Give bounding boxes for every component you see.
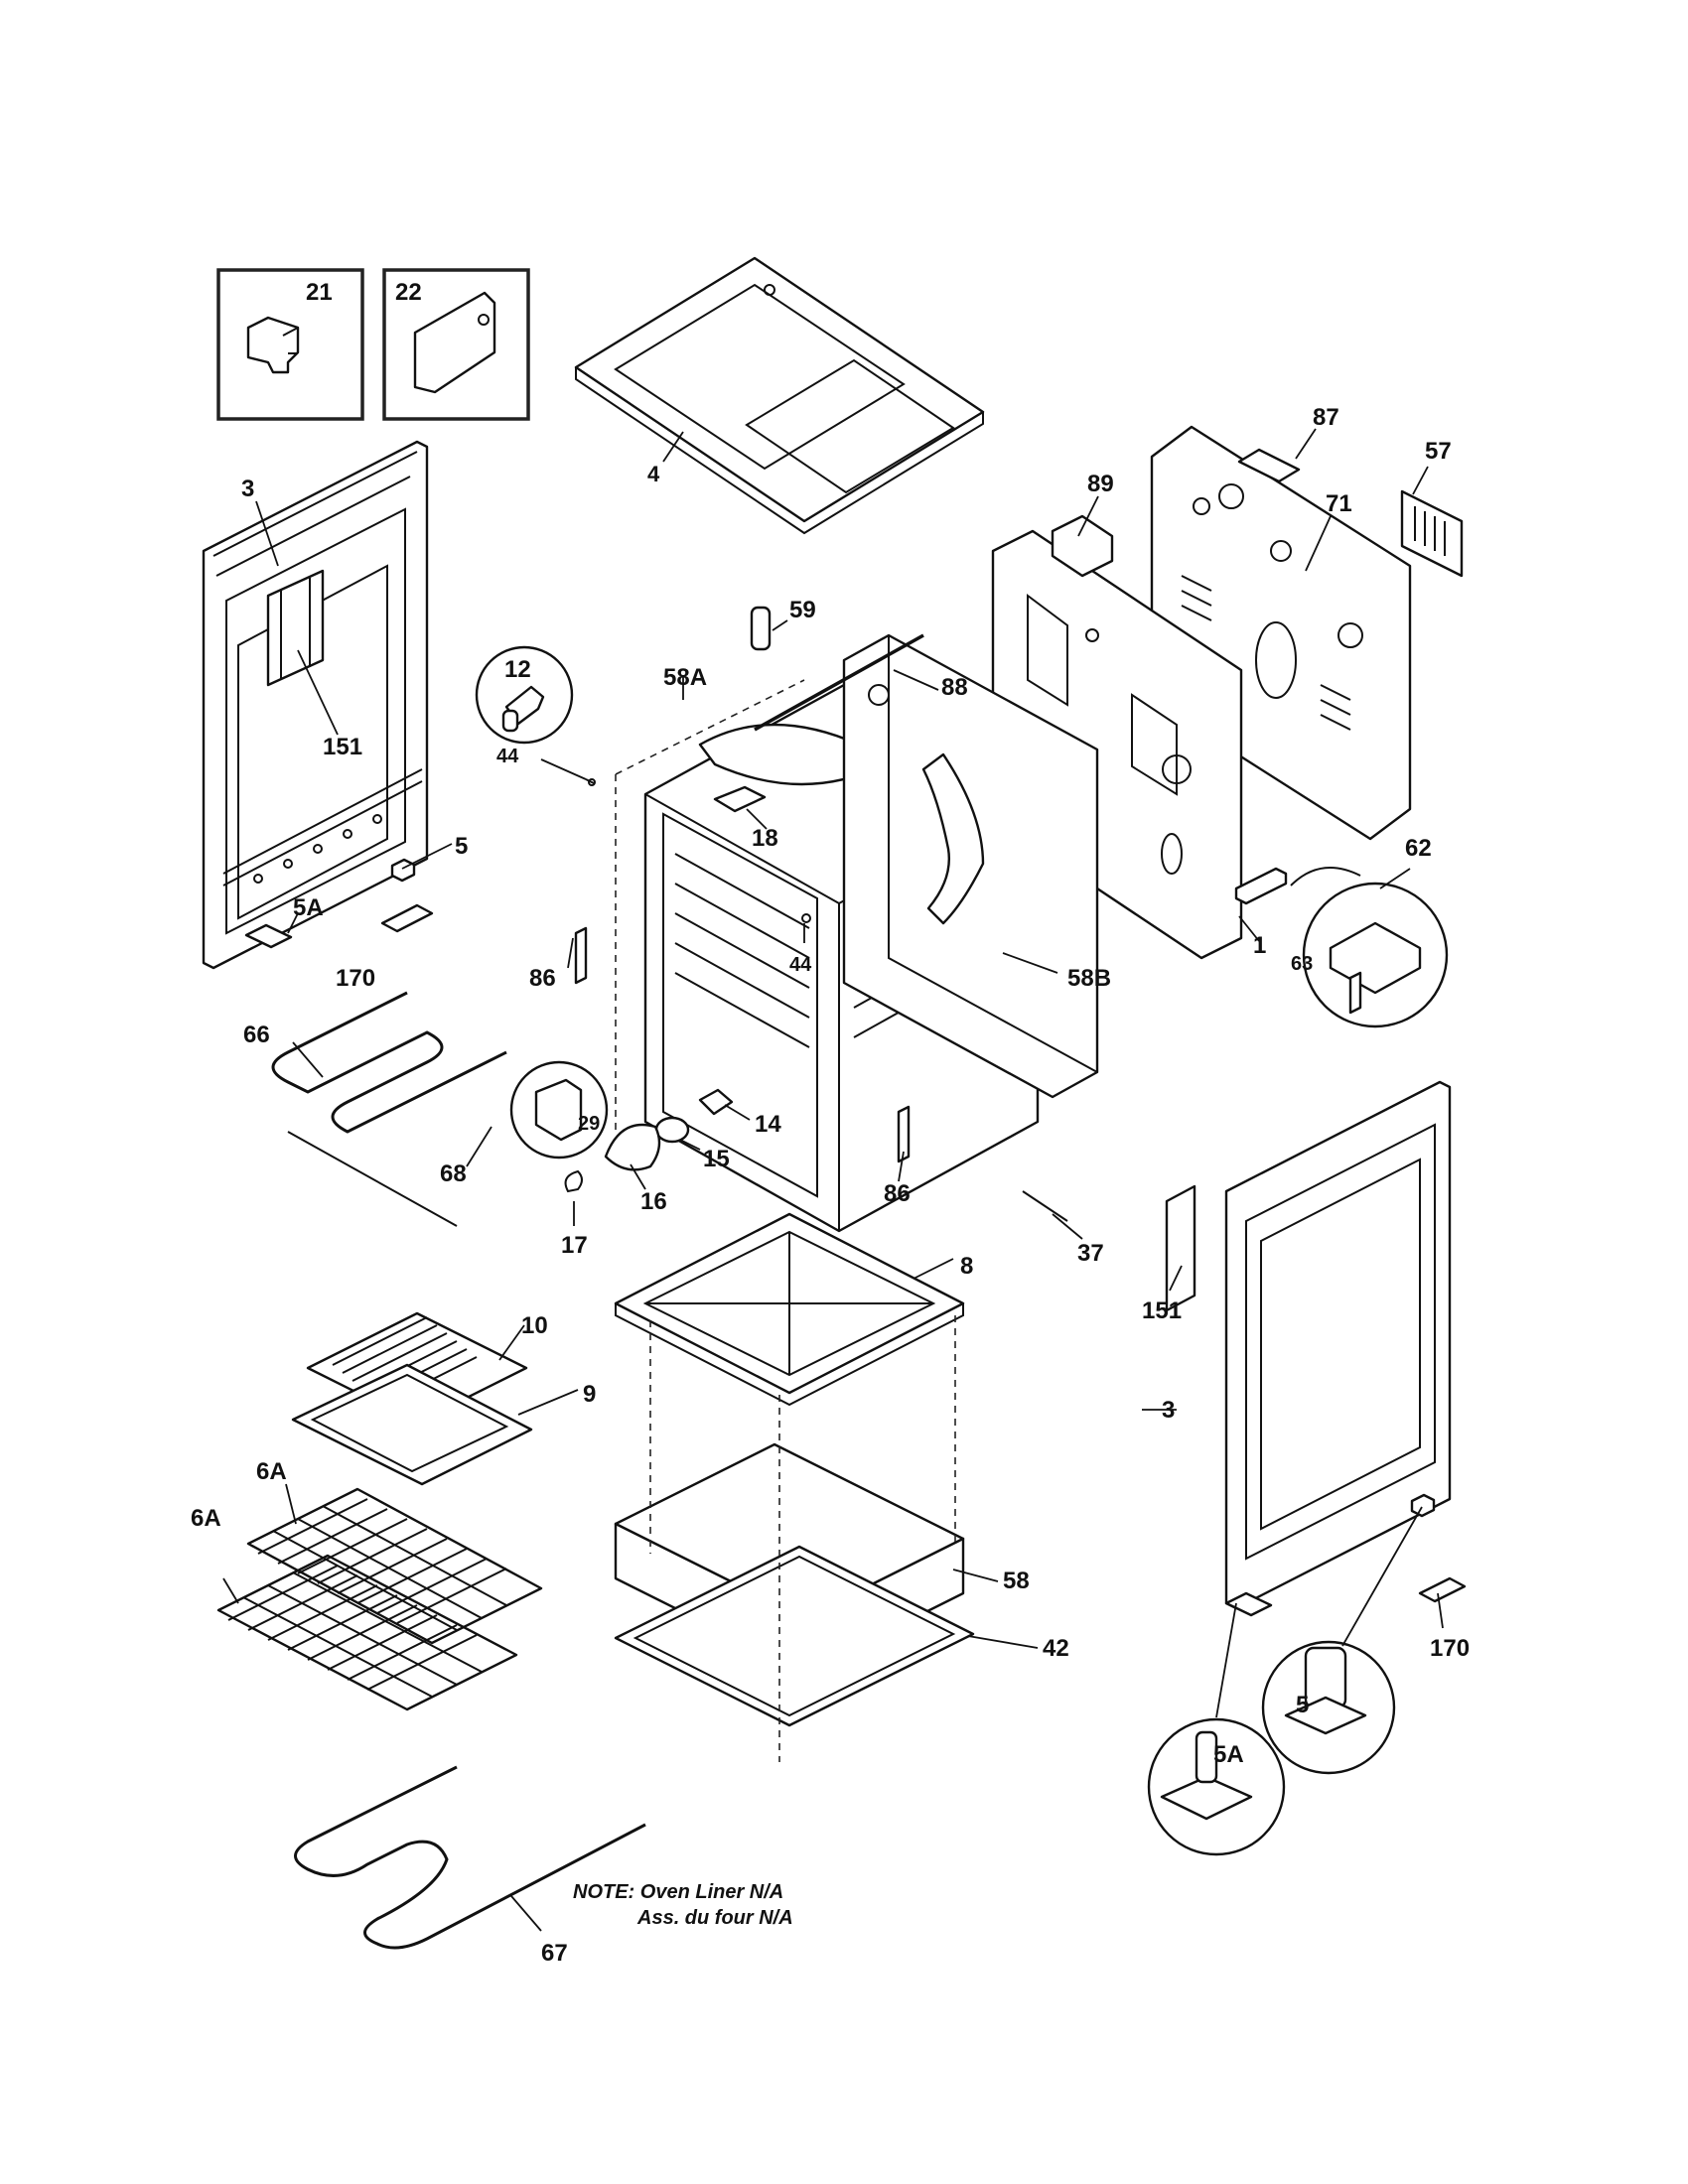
callout-44-lower: 44 — [789, 954, 812, 976]
bracket-170-left — [380, 903, 434, 933]
side-panel-left — [202, 440, 429, 970]
thermostat-bulb-59 — [750, 606, 772, 651]
callout-58A: 58A — [663, 664, 707, 691]
callout-3-right: 3 — [1162, 1397, 1175, 1424]
insulation-58B — [842, 633, 1099, 1099]
callout-12: 12 — [504, 656, 531, 683]
leveler-5-left — [390, 858, 416, 883]
detail-circle-62 — [1234, 867, 1449, 1028]
leg-5A-left — [244, 923, 293, 949]
oven-bottom-8 — [614, 1212, 965, 1407]
callout-21: 21 — [306, 279, 333, 306]
callout-151-left: 151 — [323, 734, 362, 760]
bracket-170-right — [1418, 1576, 1467, 1603]
note-line-1: NOTE: Oven Liner N/A — [573, 1881, 783, 1903]
top-panel — [574, 256, 985, 535]
callout-68: 68 — [440, 1160, 467, 1187]
leader-lines — [222, 428, 1444, 1932]
detail-circle-5A — [1147, 1717, 1286, 1856]
broiler-pan-9 — [291, 1363, 533, 1486]
callout-170-left: 170 — [336, 965, 375, 992]
detail-circle-29 — [509, 1060, 609, 1160]
callout-58B: 58B — [1067, 965, 1111, 992]
wire-68 — [287, 1131, 458, 1227]
callout-67: 67 — [541, 1940, 568, 1967]
callout-9: 9 — [583, 1381, 596, 1408]
clip-17 — [564, 1169, 583, 1193]
bottom-tray-42 — [614, 1545, 975, 1727]
callout-5A-right: 5A — [1213, 1741, 1244, 1768]
bulb-15 — [654, 1116, 690, 1144]
callout-1: 1 — [1253, 932, 1266, 959]
callout-44-upper: 44 — [496, 746, 519, 767]
bracket-89 — [1051, 514, 1114, 578]
callout-4: 4 — [647, 462, 660, 486]
inset-box-21 — [216, 268, 364, 421]
leg-5A-small — [1224, 1591, 1273, 1617]
vent-57 — [1400, 489, 1464, 578]
bracket-87 — [1237, 448, 1301, 483]
callout-42: 42 — [1043, 1635, 1069, 1662]
side-panel-right — [1224, 1080, 1452, 1610]
callout-89: 89 — [1087, 471, 1114, 497]
oven-rack-lower-6A — [216, 1554, 518, 1711]
callout-151-right: 151 — [1142, 1297, 1182, 1324]
oven-rack-upper-6A — [246, 1487, 543, 1645]
callout-10: 10 — [521, 1312, 548, 1339]
callout-18: 18 — [752, 825, 778, 852]
lamp-socket-14 — [698, 1088, 734, 1116]
broil-element-66 — [271, 991, 507, 1134]
callout-15: 15 — [703, 1146, 730, 1172]
callout-66: 66 — [243, 1022, 270, 1048]
callout-14: 14 — [755, 1111, 781, 1138]
callout-37: 37 — [1077, 1240, 1104, 1267]
oven-liner-note: NOTE: Oven Liner N/A Ass. du four N/A — [573, 1881, 793, 1929]
callout-59: 59 — [789, 597, 816, 623]
callout-58: 58 — [1003, 1568, 1030, 1594]
callout-16: 16 — [640, 1188, 667, 1215]
dashed-guides-bottom — [649, 1315, 956, 1762]
screw-44b — [801, 913, 811, 923]
callout-71: 71 — [1326, 490, 1352, 517]
callout-29: 29 — [578, 1113, 600, 1135]
callout-86-left: 86 — [529, 965, 556, 992]
callout-17: 17 — [561, 1232, 588, 1259]
lens-16 — [604, 1123, 661, 1171]
callout-87: 87 — [1313, 404, 1339, 431]
callout-8: 8 — [960, 1253, 973, 1280]
callout-5-right: 5 — [1296, 1692, 1309, 1718]
callout-170-right: 170 — [1430, 1635, 1470, 1662]
callout-57: 57 — [1425, 438, 1452, 465]
callout-6A-lower: 6A — [191, 1505, 221, 1532]
inset-box-22 — [382, 268, 530, 421]
leveler-5-small — [1410, 1493, 1436, 1518]
callout-22: 22 — [395, 279, 422, 306]
detail-circle-5 — [1261, 1640, 1396, 1775]
rail-86a — [574, 926, 588, 985]
bake-element-67 — [294, 1765, 646, 1950]
bracket-18 — [713, 785, 767, 813]
callout-5A-left: 5A — [293, 894, 324, 921]
rail-86b — [897, 1105, 911, 1163]
callout-88: 88 — [941, 674, 968, 701]
detail-circle-12 — [475, 645, 574, 745]
sensor-37 — [1022, 1190, 1068, 1222]
bracket-151-right — [1165, 1184, 1196, 1312]
callout-86-right: 86 — [884, 1180, 911, 1207]
callout-5-left: 5 — [455, 833, 468, 860]
callout-6A-upper: 6A — [256, 1458, 287, 1485]
callout-3-left: 3 — [241, 476, 254, 502]
screw-44a — [585, 778, 596, 786]
callout-labels: 21 22 3 4 151 87 57 89 71 59 88 12 58A 4… — [191, 279, 1470, 1967]
callout-62: 62 — [1405, 835, 1432, 862]
callout-63: 63 — [1291, 953, 1313, 975]
note-line-2: Ass. du four N/A — [636, 1907, 793, 1929]
wire-88 — [754, 633, 924, 732]
